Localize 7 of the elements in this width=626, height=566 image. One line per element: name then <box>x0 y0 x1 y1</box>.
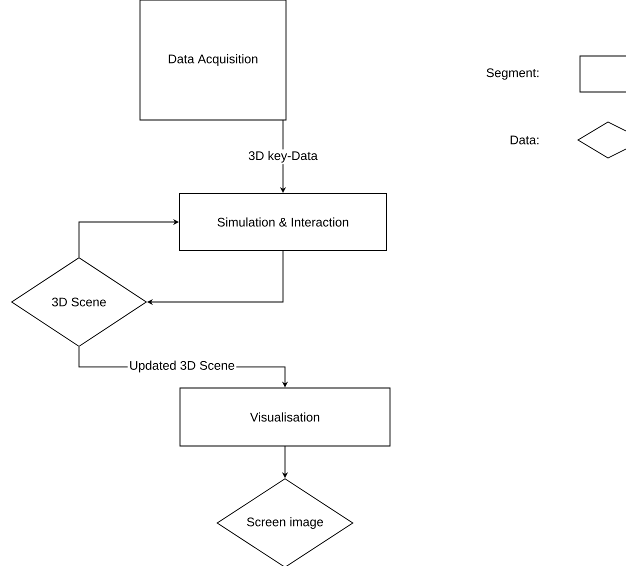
process-box: Data Acquisition <box>140 0 286 120</box>
legend-label: Data: <box>510 136 538 144</box>
process-box: Visualisation <box>180 388 390 446</box>
legend-label: Segment: <box>486 68 538 80</box>
process-box: Simulation & Interaction <box>179 193 387 251</box>
edge-label: 3D key-Data <box>246 149 320 164</box>
edge-label: Updated 3D Scene <box>128 359 236 374</box>
